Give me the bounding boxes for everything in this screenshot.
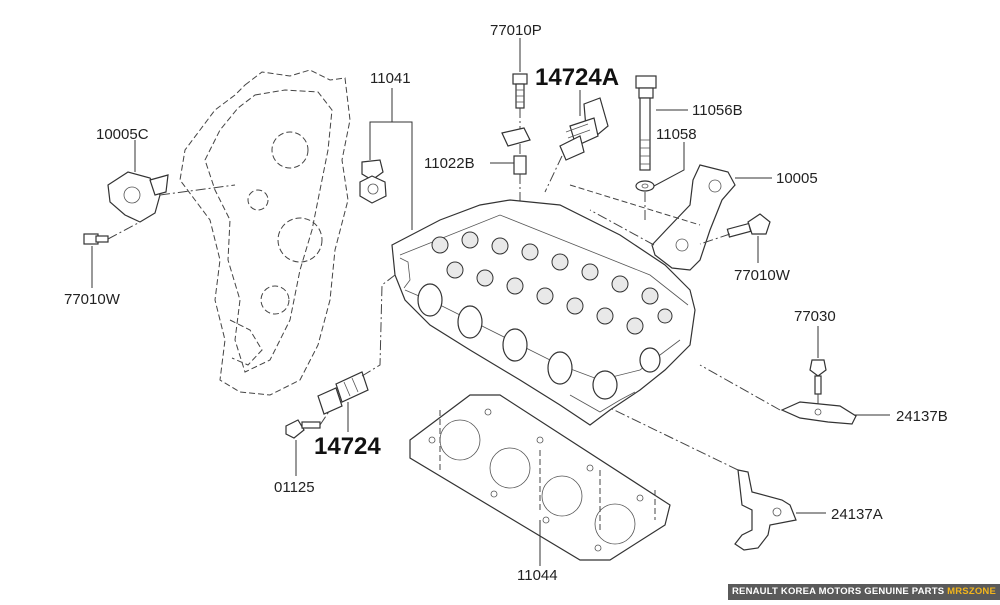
label-77030: 77030: [794, 308, 836, 325]
label-01125: 01125: [274, 479, 315, 496]
part-11044-gasket[interactable]: [409, 394, 671, 566]
cylinder-head[interactable]: [391, 199, 696, 426]
part-11056B-bolt[interactable]: [635, 75, 688, 171]
part-01125-bolt[interactable]: [285, 409, 331, 476]
label-10005: 10005: [776, 170, 818, 187]
label-11056B: 11056B: [692, 102, 743, 119]
part-11022B-bushing[interactable]: [490, 127, 531, 205]
part-14724A-solenoid[interactable]: [544, 90, 609, 193]
label-11041: 11041: [370, 70, 411, 87]
timing-cover-outline: [179, 69, 351, 396]
label-11022B: 11022B: [424, 155, 475, 172]
part-24137B-bracket[interactable]: [699, 364, 890, 425]
label-77010P: 77010P: [490, 22, 542, 39]
label-77010W-left: 77010W: [64, 291, 121, 308]
part-24137A-bracket[interactable]: [609, 407, 826, 551]
valve-train-row: [431, 231, 673, 335]
part-10005C-bracket[interactable]: [107, 140, 236, 223]
label-24137B: 24137B: [896, 408, 948, 425]
part-14724-solenoid[interactable]: [317, 274, 396, 432]
watermark-footer: RENAULT KOREA MOTORS GENUINE PARTS MRSZO…: [728, 584, 1000, 600]
part-77010W-left-bolt[interactable]: [83, 221, 141, 288]
label-77010W-right: 77010W: [734, 267, 791, 284]
part-77010W-right-bolt[interactable]: [699, 213, 771, 263]
part-77030-bolt[interactable]: [809, 326, 827, 410]
part-11041-group[interactable]: [359, 88, 413, 230]
label-14724A: 14724A: [535, 64, 619, 91]
label-10005C: 10005C: [96, 126, 149, 143]
label-14724: 14724: [314, 433, 381, 460]
part-11058-washer[interactable]: [635, 142, 685, 222]
footer-text: RENAULT KOREA MOTORS GENUINE PARTS: [731, 586, 945, 597]
label-11044: 11044: [517, 567, 558, 584]
part-77010P-bolt[interactable]: [512, 38, 528, 155]
part-10005-bracket[interactable]: [569, 164, 772, 271]
footer-brand: MRSZONE: [947, 586, 997, 597]
label-24137A: 24137A: [831, 506, 883, 523]
port-openings: [417, 283, 661, 400]
label-11058: 11058: [656, 126, 697, 143]
